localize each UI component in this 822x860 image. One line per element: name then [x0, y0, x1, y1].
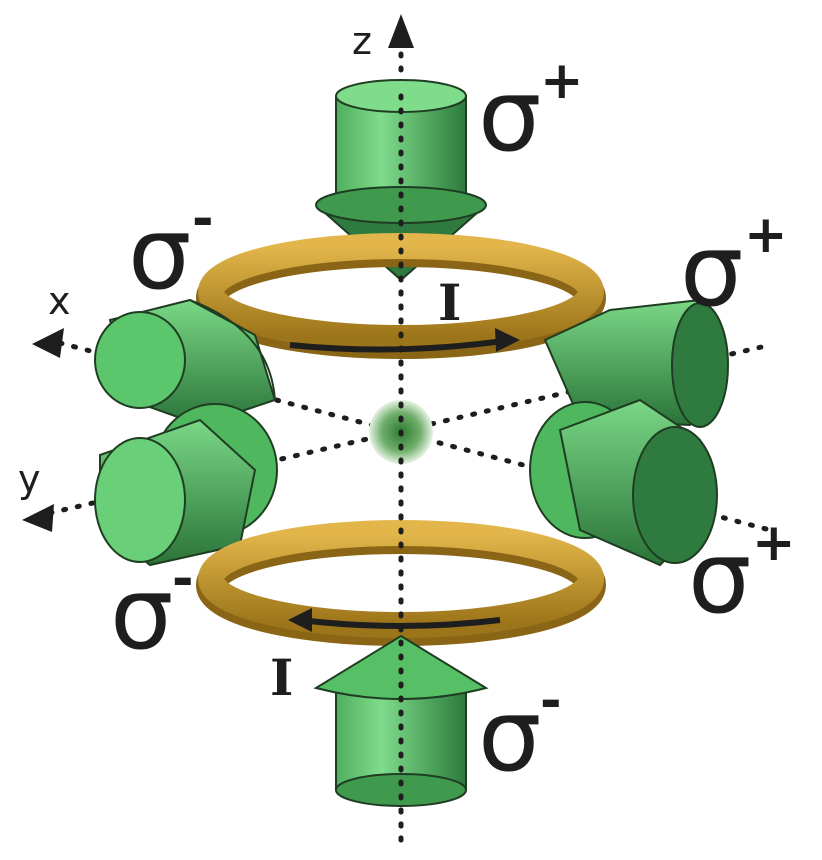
sigma-right-upper: σ [680, 212, 743, 329]
sigma-right-lower: σ [688, 519, 751, 636]
sigma-top: σ [478, 57, 541, 174]
sign-right-upper: + [744, 205, 788, 265]
beam-right-upper [543, 298, 729, 428]
y-axis-label: y [18, 457, 41, 501]
beam-right-lower [529, 398, 718, 567]
beam-left-upper [94, 298, 277, 427]
sign-right-lower: + [752, 513, 796, 573]
beam-top [315, 79, 487, 282]
sign-top: + [540, 51, 584, 111]
polarization-bottom: σ - [478, 671, 562, 794]
sigma-left-upper: σ [128, 195, 191, 312]
sign-left-upper: - [192, 189, 214, 249]
x-axis-arrow [32, 328, 64, 358]
polarization-right-upper: σ + [680, 205, 788, 329]
sign-bottom: - [540, 671, 562, 731]
current-label-upper: I [438, 273, 461, 332]
z-axis-arrow [388, 14, 414, 48]
polarization-left-upper: σ - [128, 189, 214, 312]
sign-left-lower: - [172, 549, 194, 609]
y-axis-arrow [22, 504, 54, 532]
polarization-top: σ + [478, 51, 584, 174]
polarization-right-lower: σ + [688, 513, 796, 636]
z-axis-label: z [352, 19, 372, 63]
sigma-bottom: σ [478, 677, 541, 794]
current-label-lower: I [270, 648, 293, 707]
sigma-left-lower: σ [110, 555, 173, 672]
x-axis-label: x [48, 279, 71, 323]
beam-left-lower [94, 403, 278, 567]
polarization-left-lower: σ - [110, 549, 194, 672]
